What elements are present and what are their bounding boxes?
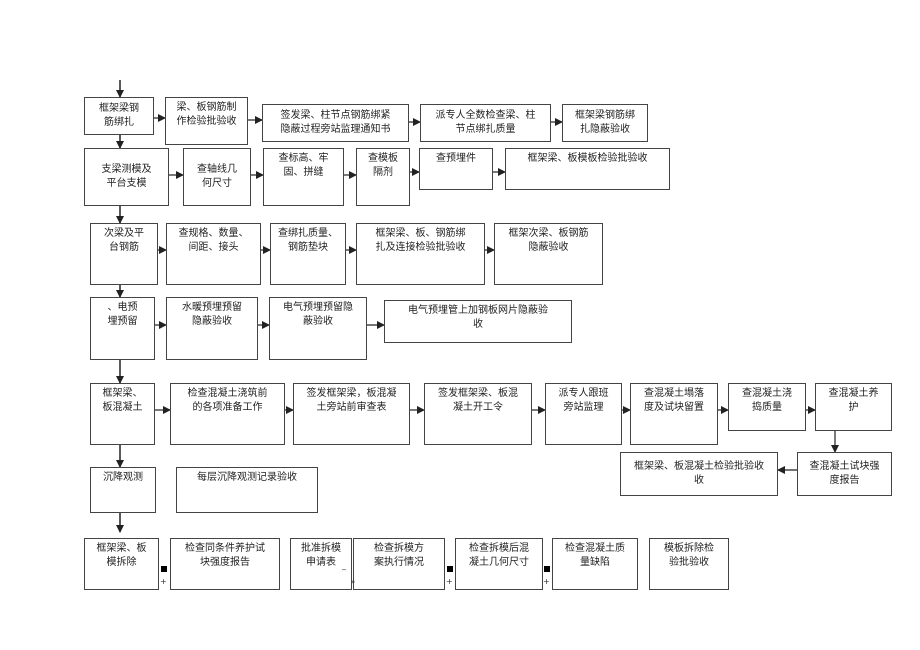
r1-step-notice: 签发梁、柱节点钢筋绑紧 隐蔽过程旁站监理通知书 — [262, 104, 409, 142]
r7-step-demolding-accept: 模板拆除检 验批验收 — [649, 538, 729, 590]
r4-step-electric-embed: 、电预 埋预留 — [90, 297, 155, 360]
r6-step-settlement-record: 每层沉降观测记录验收 — [176, 467, 318, 513]
r4-step-mesh-hidden-accept: 电气预埋管上加钢板网片隐蔽验 收 — [384, 300, 572, 343]
r1-step-rebar-batch-accept: 梁、板钢筋制 作检验批验收 — [165, 97, 248, 145]
r4-step-electric-hidden-accept: 电气预埋预留隐 蔽验收 — [269, 297, 367, 360]
connector-mark: * — [351, 579, 355, 588]
r2-step-elevation-check: 查标高、牢 固、拼缝 — [263, 148, 344, 206]
r7-step-approve-application: 批准拆模 申请表 — [290, 538, 352, 590]
r7-step-demolding: 框架梁、板 模拆除 — [84, 538, 159, 590]
connector-square — [544, 566, 550, 572]
r2-step-formwork: 支梁测模及 平台支模 — [84, 148, 169, 206]
r7-step-cured-strength-check: 检查同条件养护试 块强度报告 — [170, 538, 280, 590]
r5-step-curing-check: 查混凝土养 护 — [815, 383, 892, 431]
r7-step-dimension-check: 检查拆模后混 凝土几何尺寸 — [455, 538, 543, 590]
r3-step-secondary-hidden-accept: 框架次梁、板钢筋 隐蔽验收 — [494, 223, 603, 285]
connector-square — [161, 566, 167, 572]
r5-step-concrete-batch-accept: 框架梁、板混凝土检验批验收 收 — [620, 452, 778, 496]
r5-step-pre-review-form: 签发框架梁，板混凝 土旁站前审查表 — [293, 383, 410, 445]
r5-step-site-supervision: 派专人跟班 旁站监理 — [545, 383, 622, 445]
r1-step-hidden-accept: 框架梁钢筋绑 扎隐蔽验收 — [562, 104, 648, 142]
r1-step-beam-rebar: 框架梁钢 筋绑扎 — [84, 97, 154, 135]
connector-square — [447, 566, 453, 572]
r3-step-connection-accept: 框架梁、板、钢筋绑 扎及连接检验批验收 — [356, 223, 485, 285]
r7-step-defect-check: 检查混凝土质 量缺陷 — [552, 538, 638, 590]
r4-step-plumbing-hidden-accept: 水暖预埋预留 隐蔽验收 — [166, 297, 258, 360]
connector-mark: _ — [342, 561, 346, 570]
r2-step-axis-check: 查轴线几 何尺寸 — [183, 148, 251, 206]
connector-mark: + — [446, 577, 453, 586]
r5-step-pre-pour-check: 检查混凝土浇筑前 的各项准备工作 — [170, 383, 285, 445]
r5-step-concrete: 框架梁、 板混凝土 — [90, 383, 155, 445]
r5-step-start-order: 签发框架梁、板混 凝土开工令 — [424, 383, 532, 445]
r5-step-strength-report: 查混凝土试块强 度报告 — [797, 452, 892, 496]
r2-step-embedded-check: 查预埋件 — [419, 148, 493, 190]
r7-step-plan-execution-check: 检查拆模方 案执行情况 — [353, 538, 445, 590]
r5-step-slump-check: 查混凝土塌落 度及试块留置 — [630, 383, 718, 445]
r2-step-release-agent-check: 查模板 隔剂 — [356, 148, 410, 206]
r2-step-formwork-accept: 框架梁、板模板检验批验收 — [505, 148, 670, 190]
r6-step-settlement: 沉降观测 — [90, 467, 156, 513]
r1-step-full-check: 派专人全数检查梁、柱 节点绑扎质量 — [420, 104, 551, 142]
r5-step-pour-quality-check: 查混凝土浇 捣质量 — [728, 383, 806, 431]
r3-step-secondary-rebar: 次梁及平 台钢筋 — [90, 223, 158, 285]
connector-mark: + — [160, 577, 167, 586]
connector-mark: + — [543, 577, 550, 586]
r3-step-binding-check: 查绑扎质量、 钢筋垫块 — [270, 223, 346, 285]
r3-step-spec-check: 查规格、数量、 间距、接头 — [166, 223, 261, 285]
